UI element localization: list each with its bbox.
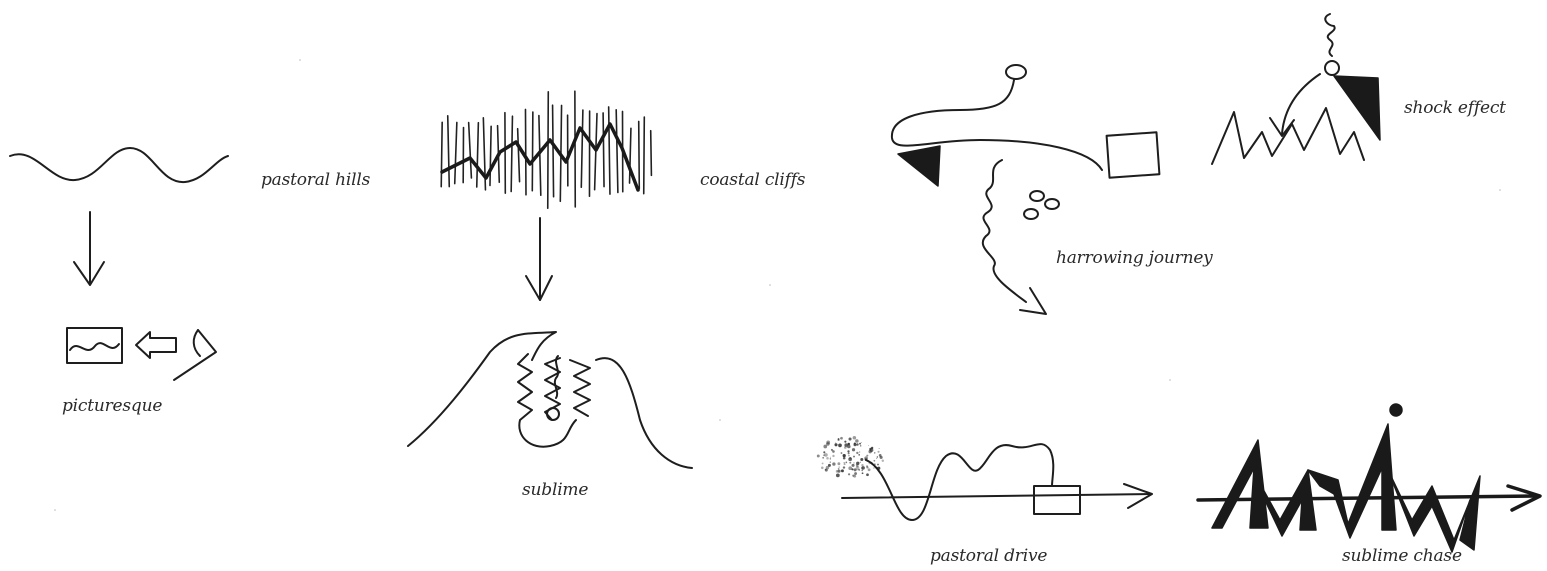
pastoral-hills-sketch (10, 148, 228, 182)
label-shock-effect: shock effect (1404, 98, 1506, 118)
label-picturesque: picturesque (62, 396, 162, 416)
label-coastal-cliffs: coastal cliffs (700, 170, 805, 190)
shock-effect-sketch (1212, 14, 1380, 164)
coastal-cliffs-sketch (441, 91, 651, 208)
label-harrowing-journey: harrowing journey (1056, 248, 1213, 268)
label-sublime: sublime (522, 480, 588, 500)
cliffs-to-sublime-arrow (526, 218, 552, 300)
sublime-sketch (408, 332, 692, 468)
pastoral-drive-lines (842, 444, 1152, 520)
label-sublime-chase: sublime chase (1342, 546, 1462, 566)
label-pastoral-drive: pastoral drive (930, 546, 1047, 566)
label-pastoral-hills: pastoral hills (261, 170, 370, 190)
sublime-chase-sketch (1198, 404, 1540, 552)
harrowing-journey-sketch (892, 65, 1159, 314)
picturesque-sketch (67, 328, 216, 380)
pastoral-drive-sketch (817, 436, 884, 478)
hills-to-picturesque-arrow (74, 212, 104, 285)
